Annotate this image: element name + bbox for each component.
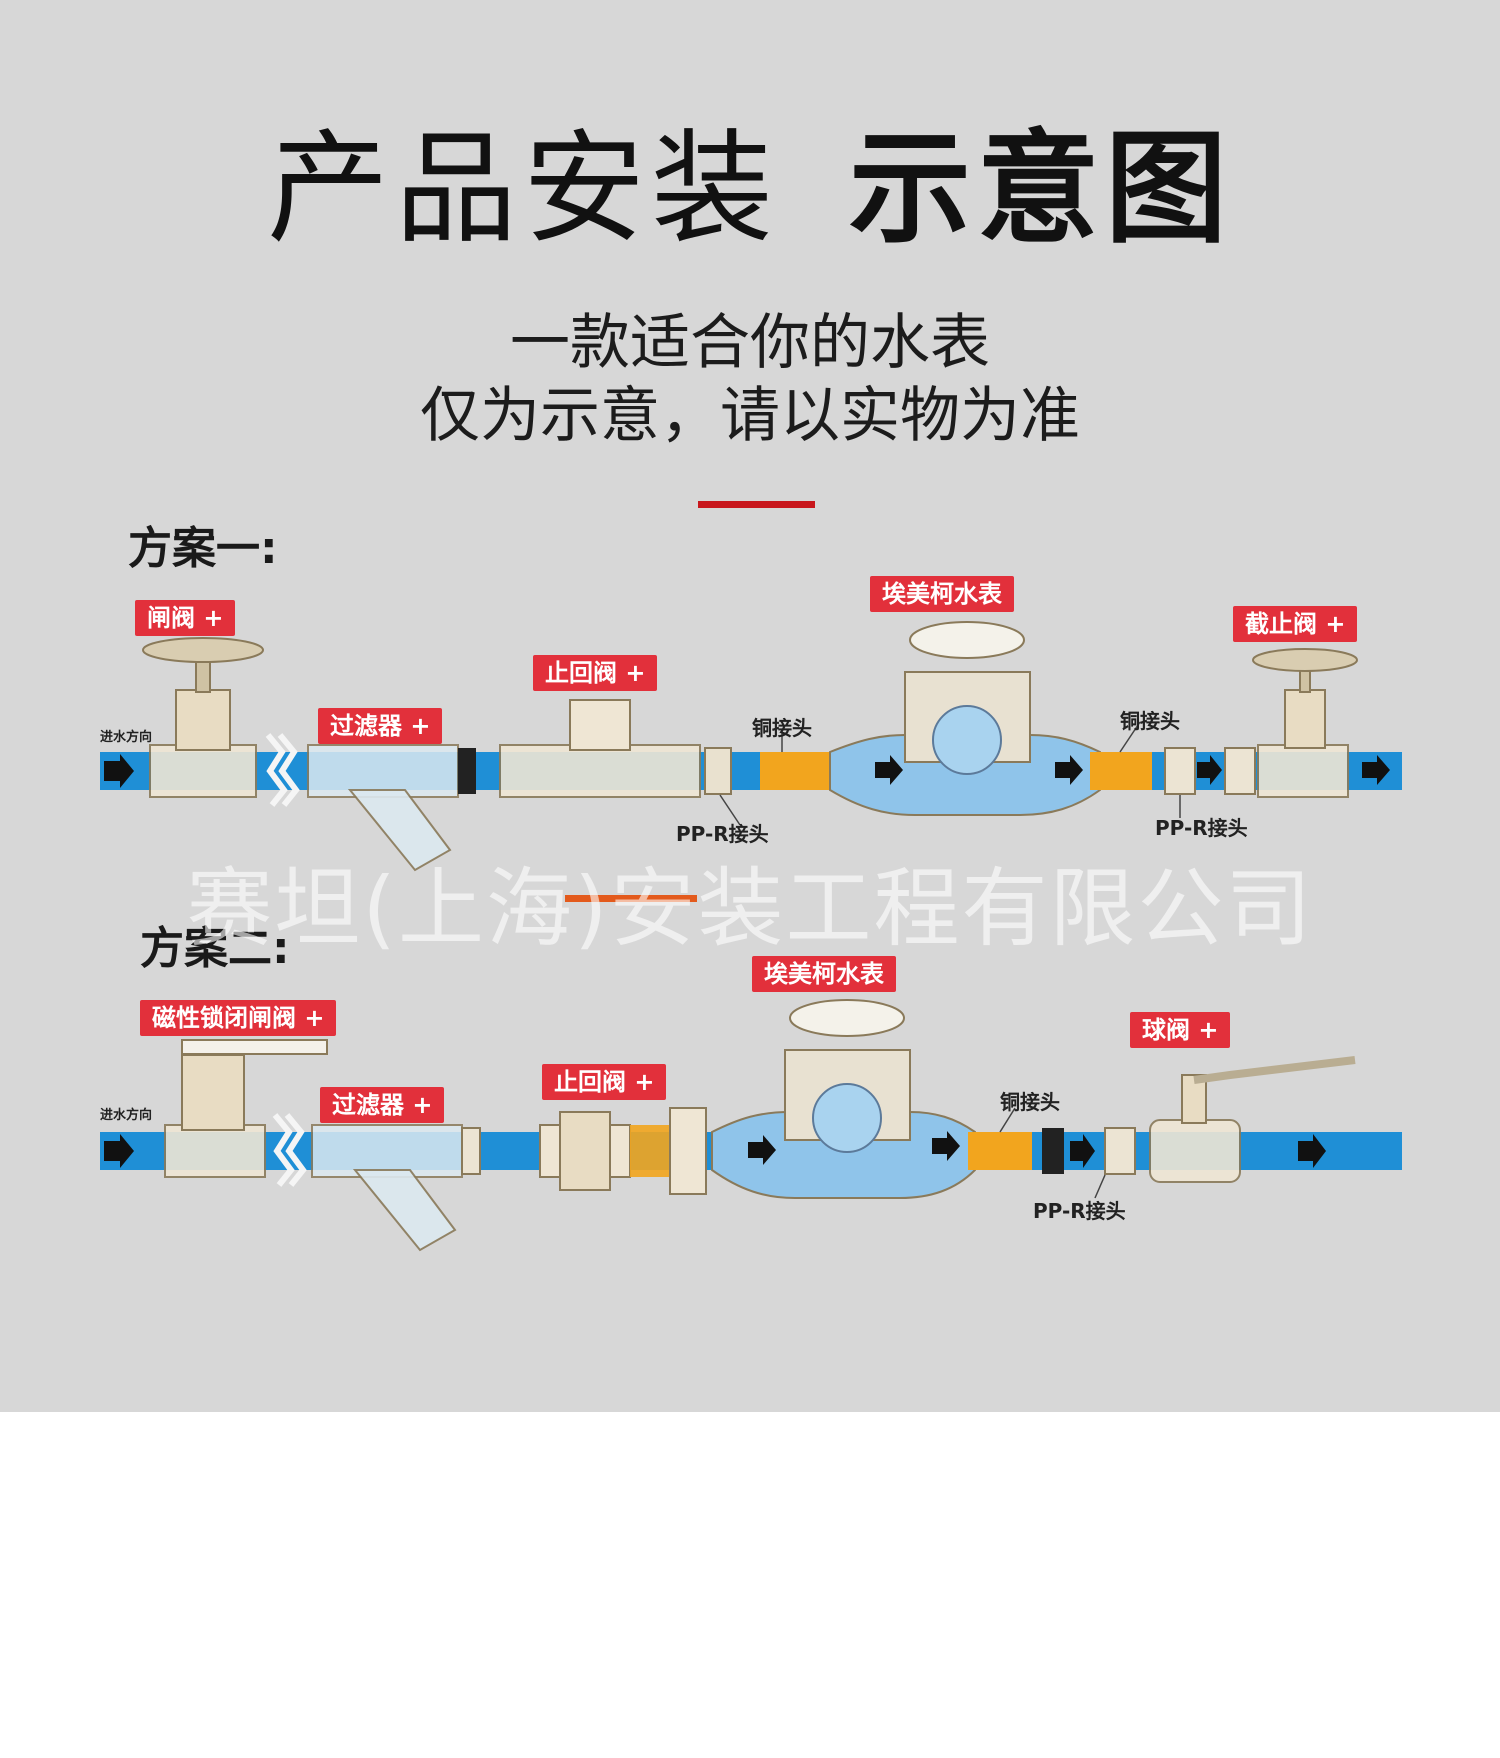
scheme1-inlet-arrow bbox=[104, 754, 134, 788]
scheme2-filter bbox=[311, 1124, 481, 1252]
scheme2-label: 方案二: bbox=[140, 923, 290, 974]
watermark: 赛坦(上海)安装工程有限公司 bbox=[186, 859, 1314, 959]
scheme2-ppr-fitting bbox=[1104, 1127, 1136, 1175]
scheme1-outlet-arrow bbox=[1362, 755, 1390, 785]
installation-diagram bbox=[100, 621, 1402, 1252]
scheme2-pipe-break bbox=[272, 1113, 307, 1187]
scheme1-stop-valve bbox=[1252, 648, 1358, 798]
scheme1-mid-arrow2 bbox=[1197, 755, 1222, 785]
tag-water-meter-2: 埃美柯水表 bbox=[752, 956, 896, 992]
scheme2-ppr-joint-label: PP-R接头 bbox=[1033, 1199, 1126, 1223]
scheme2-diagram bbox=[100, 999, 1402, 1252]
tag-gate-valve: 闸阀 + bbox=[135, 600, 236, 636]
tag-stop-valve: 截止阀 + bbox=[1233, 606, 1358, 642]
title-part2: 示意图 bbox=[849, 118, 1233, 260]
tag-check-valve-1: 止回阀 + bbox=[533, 655, 658, 691]
scheme2-magnetic-valve bbox=[164, 1039, 328, 1178]
scheme2-outlet-arrow bbox=[1298, 1134, 1326, 1168]
scheme1-copper-joint2 bbox=[1090, 752, 1152, 790]
scheme1-copper-joint1 bbox=[760, 752, 830, 790]
scheme1-inlet-note: 进水方向 bbox=[100, 730, 153, 745]
scheme2-water-meter bbox=[711, 999, 976, 1199]
tag-filter-1: 过滤器 + bbox=[318, 708, 443, 744]
scheme1-check-valve bbox=[499, 699, 732, 798]
scheme1-ppr-joint1-label: PP-R接头 bbox=[676, 822, 769, 846]
tag-check-valve-2: 止回阀 + bbox=[542, 1064, 667, 1100]
tag-water-meter-1: 埃美柯水表 bbox=[870, 576, 1014, 612]
scheme1-gate-valve bbox=[142, 637, 264, 798]
scheme2-check-valve bbox=[539, 1107, 707, 1195]
scheme2-mid-arrow2 bbox=[1070, 1134, 1095, 1168]
scheme1-pipe-break bbox=[265, 733, 300, 807]
scheme1-mid-arrow bbox=[1055, 755, 1083, 785]
scheme1-diagram bbox=[100, 621, 1402, 872]
scheme1-ppr-joint2-label: PP-R接头 bbox=[1155, 816, 1248, 840]
subtitle-line1: 一款适合你的水表 bbox=[510, 308, 990, 378]
title-part1: 产品安装 bbox=[267, 118, 779, 260]
scheme2-copper-joint bbox=[968, 1132, 1032, 1170]
scheme2-inlet-arrow bbox=[104, 1134, 134, 1168]
scheme2-copper-joint-label: 铜接头 bbox=[1000, 1090, 1060, 1114]
tag-ball-valve: 球阀 + bbox=[1130, 1012, 1231, 1048]
scheme1-water-meter bbox=[829, 621, 1101, 816]
subtitle-line2: 仅为示意，请以实物为准 bbox=[420, 381, 1080, 451]
red-divider bbox=[698, 501, 815, 508]
orange-divider bbox=[565, 895, 697, 902]
scheme1-filter bbox=[307, 744, 476, 872]
scheme1-copper-joint2-label: 铜接头 bbox=[1120, 709, 1180, 733]
scheme2-mid-arrow bbox=[932, 1131, 960, 1161]
scheme1-label: 方案一: bbox=[128, 523, 278, 574]
scheme2-ball-valve bbox=[1149, 1056, 1356, 1183]
tag-filter-2: 过滤器 + bbox=[320, 1087, 445, 1123]
scheme1-copper-joint1-label: 铜接头 bbox=[752, 716, 812, 740]
scheme2-inlet-note: 进水方向 bbox=[100, 1108, 153, 1123]
tag-magnetic-valve: 磁性锁闭闸阀 + bbox=[140, 1000, 337, 1036]
scheme1-ppr-fitting bbox=[1164, 747, 1196, 795]
page-title: 产品安装示意图 bbox=[0, 122, 1500, 256]
